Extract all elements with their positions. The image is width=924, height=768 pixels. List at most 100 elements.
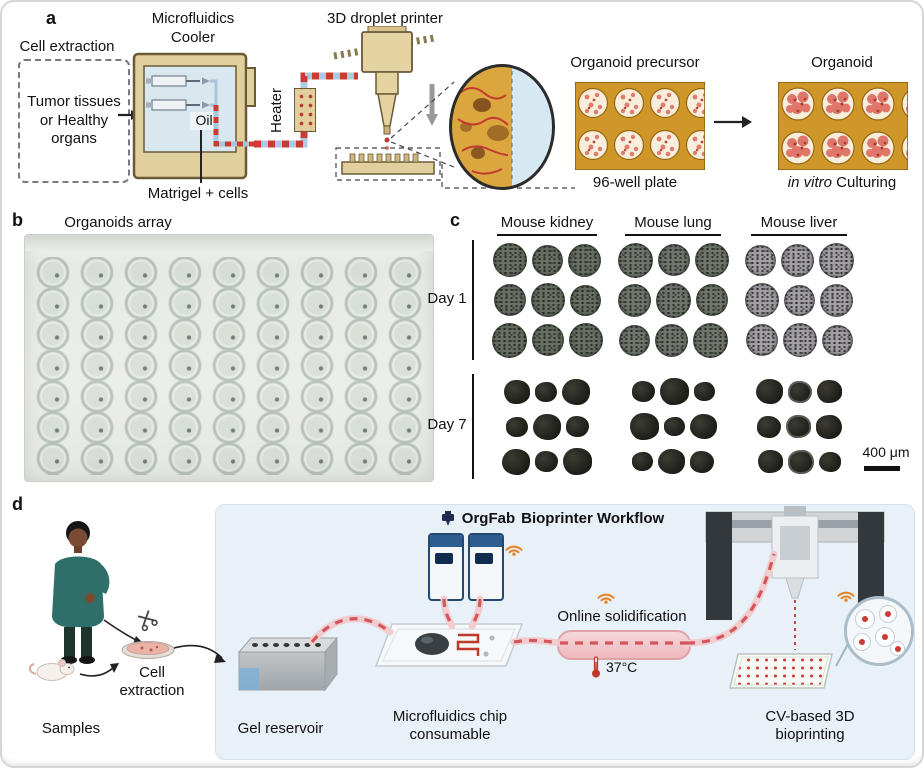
organoid-day1-image: [532, 244, 563, 276]
organoid-day1-image: [696, 284, 728, 316]
organoid-day1-image: [569, 284, 601, 316]
matrigel-label: Matrigel + cells: [147, 185, 249, 202]
solidification-capsule: [557, 630, 691, 660]
organoid-day1-image: [821, 324, 853, 356]
organoid-day7-image: [785, 415, 811, 438]
organoid-group: [740, 242, 858, 278]
flow-arrow-icon: [714, 116, 752, 128]
tissue-source-text: Tumor tissues or Healthy organs: [27, 92, 121, 148]
organoid-day1-image: [820, 283, 853, 317]
inset-well: [875, 627, 895, 647]
cv-bioprinting-label: CV-based 3D bioprinting: [765, 708, 855, 744]
scale-bar: [864, 466, 900, 471]
organoid-day7-image: [565, 416, 589, 437]
syringe-pump: [428, 533, 464, 601]
day7-organoid-grid: [488, 374, 866, 479]
organoid-day7-image: [690, 450, 714, 473]
organoid-day1-image: [531, 324, 564, 356]
organoid-day1-image: [493, 284, 526, 316]
organoid-group: [740, 414, 858, 439]
organoid-group: [740, 283, 858, 317]
brand-name: OrgFab: [461, 510, 516, 527]
organoid-day7-image: [787, 449, 814, 474]
tissue-source-box: Tumor tissues or Healthy organs: [18, 59, 130, 183]
organoid-day1-image: [568, 243, 601, 277]
column-header-mouse-kidney: Mouse kidney: [497, 214, 597, 236]
organoid-image: [778, 82, 908, 170]
organoid-row: [488, 409, 866, 444]
oil-pointer-line: [200, 130, 202, 183]
organoid-group: [614, 282, 732, 318]
heater-label: Heater: [268, 87, 285, 133]
sample-arrow: [79, 663, 119, 677]
organoid-group: [488, 378, 606, 405]
organoid-precursor-image: [575, 82, 705, 170]
inset-well: [855, 609, 875, 629]
inset-well: [879, 605, 897, 623]
organoid-group: [488, 413, 606, 440]
organoid-group: [740, 379, 858, 404]
panel-a-label: a: [46, 8, 57, 28]
day7-bracket-line: [472, 374, 474, 479]
organoid-day7-image: [504, 379, 530, 404]
day1-organoid-grid: [488, 240, 866, 360]
organoid-group: [488, 448, 606, 475]
organoid-day7-image: [629, 413, 659, 440]
organoid-day7-image: [502, 448, 530, 475]
organoid-group: [614, 378, 732, 405]
extraction-arrow: [173, 644, 226, 663]
organoid-day7-image: [818, 451, 841, 472]
day7-label: Day 7: [427, 416, 467, 433]
mouse-illustration: [28, 659, 75, 681]
organoid-day7-image: [535, 451, 558, 472]
heater-block: [294, 88, 316, 132]
organoid-group: [614, 242, 732, 278]
organoid-day7-image: [815, 414, 842, 439]
droplet-magnified-inset: [449, 64, 555, 190]
column-header-mouse-lung: Mouse lung: [625, 214, 721, 236]
organoid-day7-image: [757, 450, 783, 473]
organoid-day1-image: [568, 323, 603, 357]
organoid-day1-image: [530, 283, 565, 317]
microfluidics-title: Microfluidics: [151, 10, 235, 27]
organoid-row: [488, 280, 866, 320]
organoid-day7-image: [693, 382, 715, 401]
culturing-label-rest: Culturing: [831, 174, 897, 191]
organoid-row: [488, 240, 866, 280]
organoid-day1-image: [818, 242, 854, 278]
syringe-pump: [468, 533, 504, 601]
organoid-day7-image: [756, 415, 781, 438]
online-solidification-label: Online solidification: [557, 608, 687, 625]
organoid-day1-image: [782, 323, 817, 357]
day1-label: Day 1: [427, 290, 467, 307]
organoid-day1-image: [657, 244, 690, 276]
organoid-day1-image: [618, 283, 651, 317]
printer-logo-icon: [441, 510, 454, 526]
organoid-day7-image: [532, 413, 561, 440]
organoid-row: [488, 444, 866, 479]
organoid-day1-image: [744, 244, 776, 276]
organoids-array-title: Organoids array: [64, 214, 172, 231]
organoid-day7-image: [756, 379, 783, 404]
thermometer-icon: [592, 656, 600, 678]
column-header-mouse-liver: Mouse liver: [751, 214, 847, 236]
temperature-value: 37°C: [606, 659, 638, 675]
organoid-day1-image: [780, 243, 814, 277]
organoid-day1-image: [656, 282, 691, 318]
microfluidic-cooler-illustration: [132, 52, 256, 180]
organoid-day7-image: [563, 448, 592, 475]
organoid-day1-image: [692, 322, 728, 358]
petri-dish-icon: [121, 641, 175, 659]
organoid-group: [740, 449, 858, 474]
magnifier-connector-lines: [390, 81, 575, 189]
panel-d-label: d: [12, 494, 23, 514]
organoid-day1-image: [491, 322, 527, 358]
culturing-label: in vitro Culturing: [767, 174, 917, 192]
well-array-pattern: [31, 257, 427, 475]
cell-extraction-label: Cell extraction: [119, 664, 185, 700]
temperature-row: 37°C: [590, 656, 637, 678]
wifi-icon: [837, 591, 855, 602]
organoid-day7-image: [658, 449, 685, 474]
inset-well: [890, 641, 905, 656]
